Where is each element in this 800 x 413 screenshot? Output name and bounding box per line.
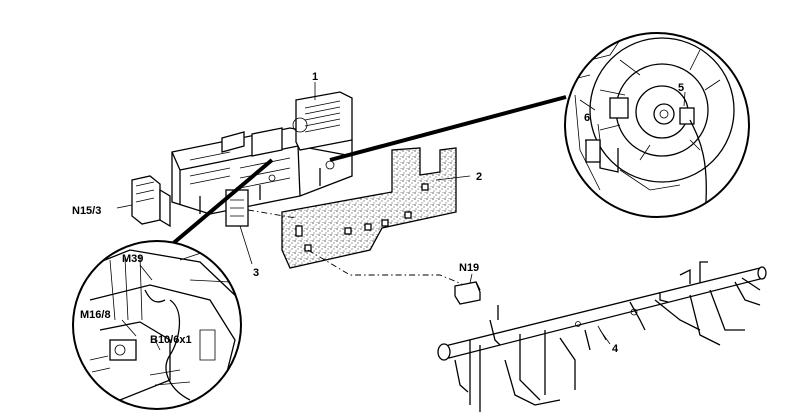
label-b10-6x1: B10/6x1 [150, 334, 192, 346]
insulation-panel [281, 147, 471, 269]
detail-view-right [329, 32, 750, 218]
callout-1: 1 [312, 71, 318, 83]
heater-housing [171, 91, 353, 227]
label-n19: N19 [459, 262, 479, 274]
label-m39: M39 [122, 253, 143, 265]
callout-3: 3 [253, 267, 259, 279]
leader-line-4 [599, 329, 611, 345]
leader-line-3 [239, 225, 253, 265]
callout-5: 5 [678, 82, 684, 94]
detail-view-left [72, 158, 274, 410]
control-module-n15-3 [116, 175, 171, 228]
callout-4: 4 [612, 343, 619, 355]
callout-6: 6 [584, 112, 590, 124]
label-n15-3: N15/3 [72, 205, 101, 217]
callout-2: 2 [476, 171, 482, 183]
sensor-n19 [454, 273, 481, 305]
label-m16-8: M16/8 [80, 309, 111, 321]
cross-member [437, 261, 767, 412]
